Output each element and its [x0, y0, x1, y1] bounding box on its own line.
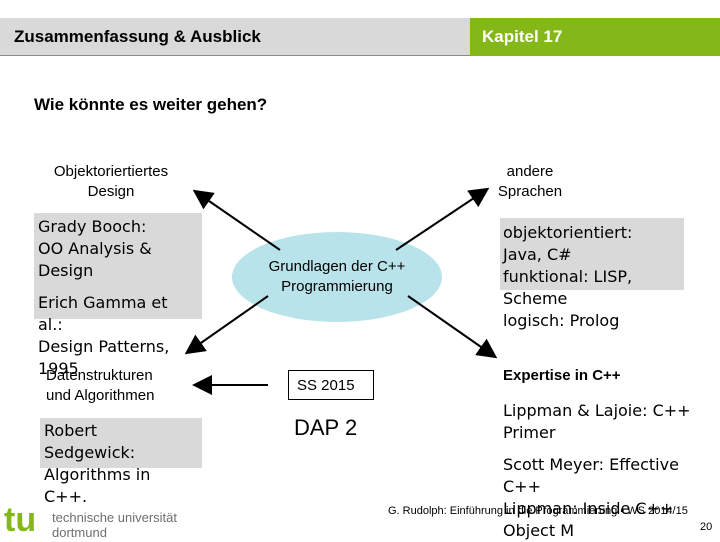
lang-line: Scheme	[503, 289, 568, 308]
languages-text: objektorientiert: Java, C# funktional: L…	[503, 222, 632, 332]
center-topic-ellipse: Grundlagen der C++ Programmierung	[232, 232, 442, 322]
tu-logo-mark: tu	[4, 501, 37, 539]
university-name: technische universität dortmund	[52, 510, 177, 540]
label-ds-line2: und Algorithmen	[46, 387, 155, 404]
label-data-structures: Datenstrukturen und Algorithmen	[46, 366, 186, 406]
arrow-to-languages	[395, 187, 490, 251]
algorithms-text: Robert Sedgewick: Algorithms in C++.	[44, 420, 150, 508]
label-lang-line2: Sprachen	[497, 183, 563, 200]
lang-line: logisch: Prolog	[503, 311, 620, 330]
slide-title: Wie könnte es weiter gehen?	[34, 95, 268, 114]
cpp-line: Primer	[503, 423, 556, 442]
lang-line: objektorientiert:	[503, 223, 633, 242]
header-title-bar: Zusammenfassung & Ausblick	[0, 18, 478, 56]
arrow-to-data-structures	[184, 295, 269, 355]
cpp-line: Lippman & Lajoie: C++	[503, 401, 691, 420]
label-oo-design-line1: Objektoriertiertes	[53, 163, 169, 180]
oo-line: Design	[38, 261, 94, 280]
label-oo-design: Objektoriertiertes Design	[36, 162, 186, 202]
label-ds-line1: Datenstrukturen	[46, 367, 153, 384]
oo-line: Erich Gamma et	[38, 293, 168, 312]
center-line2: Programmierung	[281, 278, 393, 295]
label-other-languages: andere Sprachen	[470, 162, 590, 202]
algo-line: C++.	[44, 487, 88, 506]
lang-line: Java, C#	[503, 245, 572, 264]
university-line1: technische universität	[52, 510, 178, 525]
algo-line: Algorithms in	[44, 465, 151, 484]
arrow-to-cpp-expertise	[407, 295, 498, 359]
languages-box	[500, 218, 684, 290]
algo-line: Robert	[44, 421, 98, 440]
cpp-line: Scott Meyer: Effective	[503, 455, 679, 474]
oo-line: al.:	[38, 315, 63, 334]
oo-line: Grady Booch:	[38, 217, 147, 236]
course-label: DAP 2	[294, 415, 358, 440]
header-title: Zusammenfassung & Ausblick	[14, 27, 261, 46]
oo-design-text: Grady Booch: OO Analysis & Design Erich …	[38, 216, 169, 380]
lang-line: funktional: LISP,	[503, 267, 633, 286]
center-line1: Grundlagen der C++	[268, 258, 406, 275]
cpp-books-text: Lippman & Lajoie: C++ Primer Scott Meyer…	[503, 400, 691, 542]
label-cpp-expertise: Expertise in C++	[503, 367, 621, 384]
oo-line: OO Analysis &	[38, 239, 152, 258]
label-lang-line1: andere	[506, 163, 554, 180]
algo-line: Sedgewick:	[44, 443, 136, 462]
cpp-line: Lippman: Inside C++	[503, 499, 674, 518]
chapter-bar: Kapitel 17	[470, 18, 720, 56]
oo-design-box	[34, 213, 202, 319]
semester-box: SS 2015	[288, 370, 374, 400]
oo-line: Design Patterns,	[38, 337, 170, 356]
arrow-to-oo-design	[192, 189, 281, 251]
chapter-label: Kapitel 17	[482, 27, 563, 46]
label-oo-design-line2: Design	[87, 183, 135, 200]
cpp-line: Object M	[503, 521, 574, 540]
cpp-line: C++	[503, 477, 541, 496]
oo-line: 1995	[38, 359, 79, 378]
page-number: 20	[700, 521, 713, 533]
university-line2: dortmund	[52, 525, 107, 540]
algorithms-box	[40, 418, 202, 468]
footer-credit: G. Rudolph: Einführung in die Programmie…	[388, 505, 688, 517]
